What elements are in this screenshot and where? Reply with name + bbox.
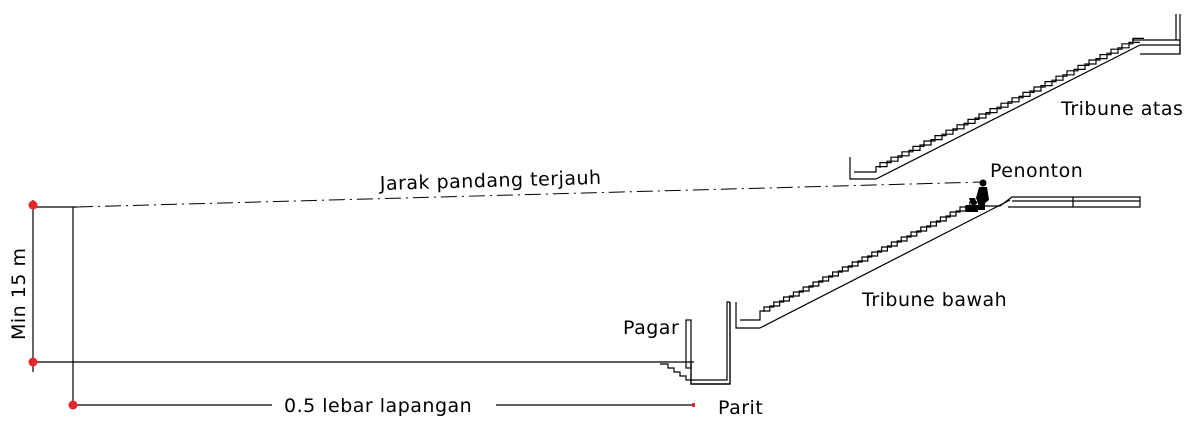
label-min-height: Min 15 m bbox=[8, 248, 30, 340]
label-parit: Parit bbox=[718, 397, 763, 418]
upper-tribune-underside bbox=[875, 44, 1141, 180]
sightline bbox=[76, 181, 984, 208]
label-pagar: Pagar bbox=[623, 317, 679, 339]
fence-steps bbox=[660, 363, 694, 381]
upper-tribune-steps bbox=[854, 41, 1140, 173]
upper-tribune-steps-inner bbox=[879, 37, 1144, 168]
spectator-figure bbox=[966, 179, 989, 212]
lower-tribune-lip bbox=[735, 302, 760, 329]
label-half-field: 0.5 lebar lapangan bbox=[284, 395, 472, 417]
upper-tribune bbox=[849, 14, 1181, 180]
label-tribune-bawah: Tribune bawah bbox=[861, 289, 1007, 311]
lower-tribune bbox=[735, 196, 1141, 329]
marker-bottom-left bbox=[68, 400, 78, 410]
label-jarak-pandang: Jarak pandang terjauh bbox=[379, 167, 602, 195]
marker-bottom-right bbox=[692, 403, 695, 407]
label-tribune-atas: Tribune atas bbox=[1060, 98, 1183, 120]
upper-tribune-lip bbox=[849, 157, 876, 180]
lower-tribune-steps bbox=[740, 205, 976, 321]
ditch-inner bbox=[694, 301, 730, 381]
lower-tribune-platform bbox=[975, 196, 1141, 208]
lower-tribune-underside bbox=[759, 199, 1011, 329]
lower-tribune-steps-inner bbox=[763, 201, 980, 312]
label-penonton: Penonton bbox=[990, 160, 1083, 182]
ditch bbox=[690, 302, 731, 385]
marker-ground-left bbox=[28, 357, 38, 367]
fence bbox=[685, 319, 692, 369]
marker-top-left bbox=[28, 200, 38, 210]
